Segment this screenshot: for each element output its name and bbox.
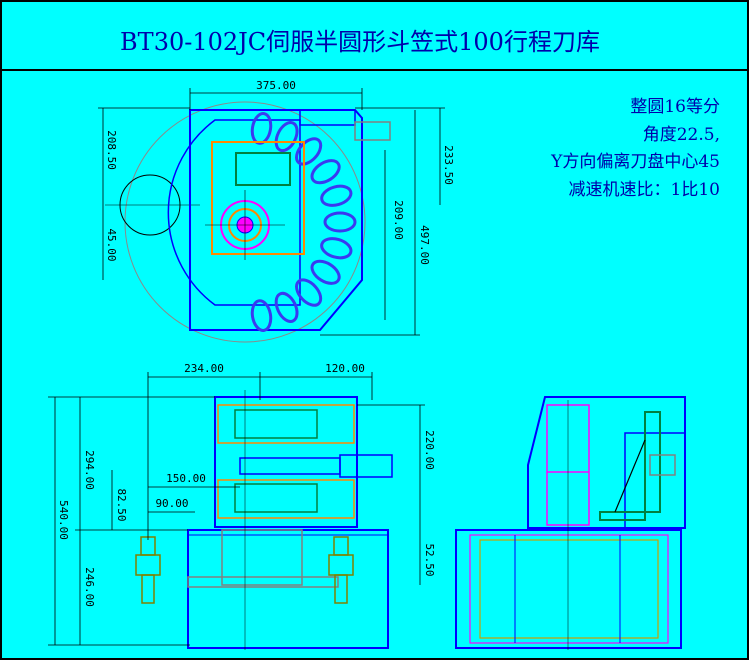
dim-top-right-h2: 209.00	[392, 200, 405, 240]
note-line-4: 减速机速比：1比10	[569, 180, 720, 200]
side-sensor	[649, 454, 676, 476]
tool-pocket	[323, 211, 357, 233]
front-view	[135, 390, 393, 650]
tool-pockets	[250, 112, 357, 332]
tool-holder-left	[135, 536, 161, 604]
tool-pocket	[250, 299, 273, 332]
side-gearbox	[624, 432, 686, 529]
top-dimensions: 375.00 208.50 45.00 233.50 209.00 497.00	[98, 79, 455, 336]
tool-pocket	[320, 237, 353, 260]
dim-front-w2: 120.00	[325, 362, 365, 375]
top-bracket	[235, 152, 291, 186]
dim-front-h-lower: 246.00	[83, 567, 96, 607]
dim-front-h-upper: 294.00	[83, 450, 96, 490]
tool-pocket	[250, 112, 273, 145]
side-brace	[614, 439, 646, 513]
front-cylinder	[239, 457, 341, 475]
front-base	[187, 529, 389, 649]
top-inner-plate	[211, 141, 305, 255]
note-line-1: 整圆16等分	[630, 97, 720, 117]
dim-top-left-h1: 208.50	[105, 130, 118, 170]
dim-top-right-h1: 233.50	[442, 145, 455, 185]
dim-top-width: 375.00	[256, 79, 296, 92]
tool-pocket	[274, 291, 299, 323]
tool-disk-outline	[167, 119, 301, 306]
dim-front-h-total: 540.00	[57, 500, 70, 540]
dim-top-right-h3: 497.00	[418, 225, 431, 265]
dim-front-h-small: 82.50	[115, 488, 128, 521]
tool-pocket	[295, 137, 323, 166]
dim-front-w4: 90.00	[155, 497, 188, 510]
side-base	[455, 529, 682, 649]
front-cylinder-head	[339, 454, 393, 478]
drawing-title: BT30-102JC伺服半圆形斗笠式100行程刀库	[120, 28, 600, 56]
front-lower-plate	[217, 479, 355, 519]
tool-pocket	[274, 121, 299, 153]
tool-holder-right	[328, 536, 354, 604]
dim-front-w3: 150.00	[166, 472, 206, 485]
note-line-2: 角度22.5,	[643, 125, 720, 145]
cylinder-rod	[354, 121, 391, 141]
front-lower-block	[234, 483, 318, 513]
side-base-plate	[479, 539, 659, 639]
top-view	[105, 101, 391, 343]
front-upper-plate	[217, 404, 355, 444]
tool-pocket	[310, 259, 341, 285]
dim-side-h: 52.50	[423, 543, 436, 576]
tool-pocket	[295, 278, 323, 307]
spindle-housing	[221, 529, 303, 586]
front-rail	[187, 576, 339, 588]
front-dimensions: 234.00 120.00 150.00 90.00 540.00 294.00…	[48, 362, 436, 646]
notes-block: 整圆16等分 角度22.5, Y方向偏离刀盘中心45 减速机速比：1比10	[550, 97, 720, 200]
side-view	[455, 396, 686, 650]
dim-top-left-h2: 45.00	[105, 228, 118, 261]
side-upper-body	[527, 396, 686, 529]
dim-front-h-right: 220.00	[423, 430, 436, 470]
note-line-3: Y方向偏离刀盘中心45	[550, 152, 720, 172]
tool-pocket	[320, 184, 353, 207]
front-upper-body	[214, 396, 358, 528]
tool-pocket	[310, 159, 341, 185]
side-bracket	[599, 411, 661, 521]
dim-front-w1: 234.00	[184, 362, 224, 375]
cylinder-mount	[299, 109, 356, 126]
side-base-frame	[469, 534, 669, 644]
front-upper-block	[234, 409, 318, 439]
